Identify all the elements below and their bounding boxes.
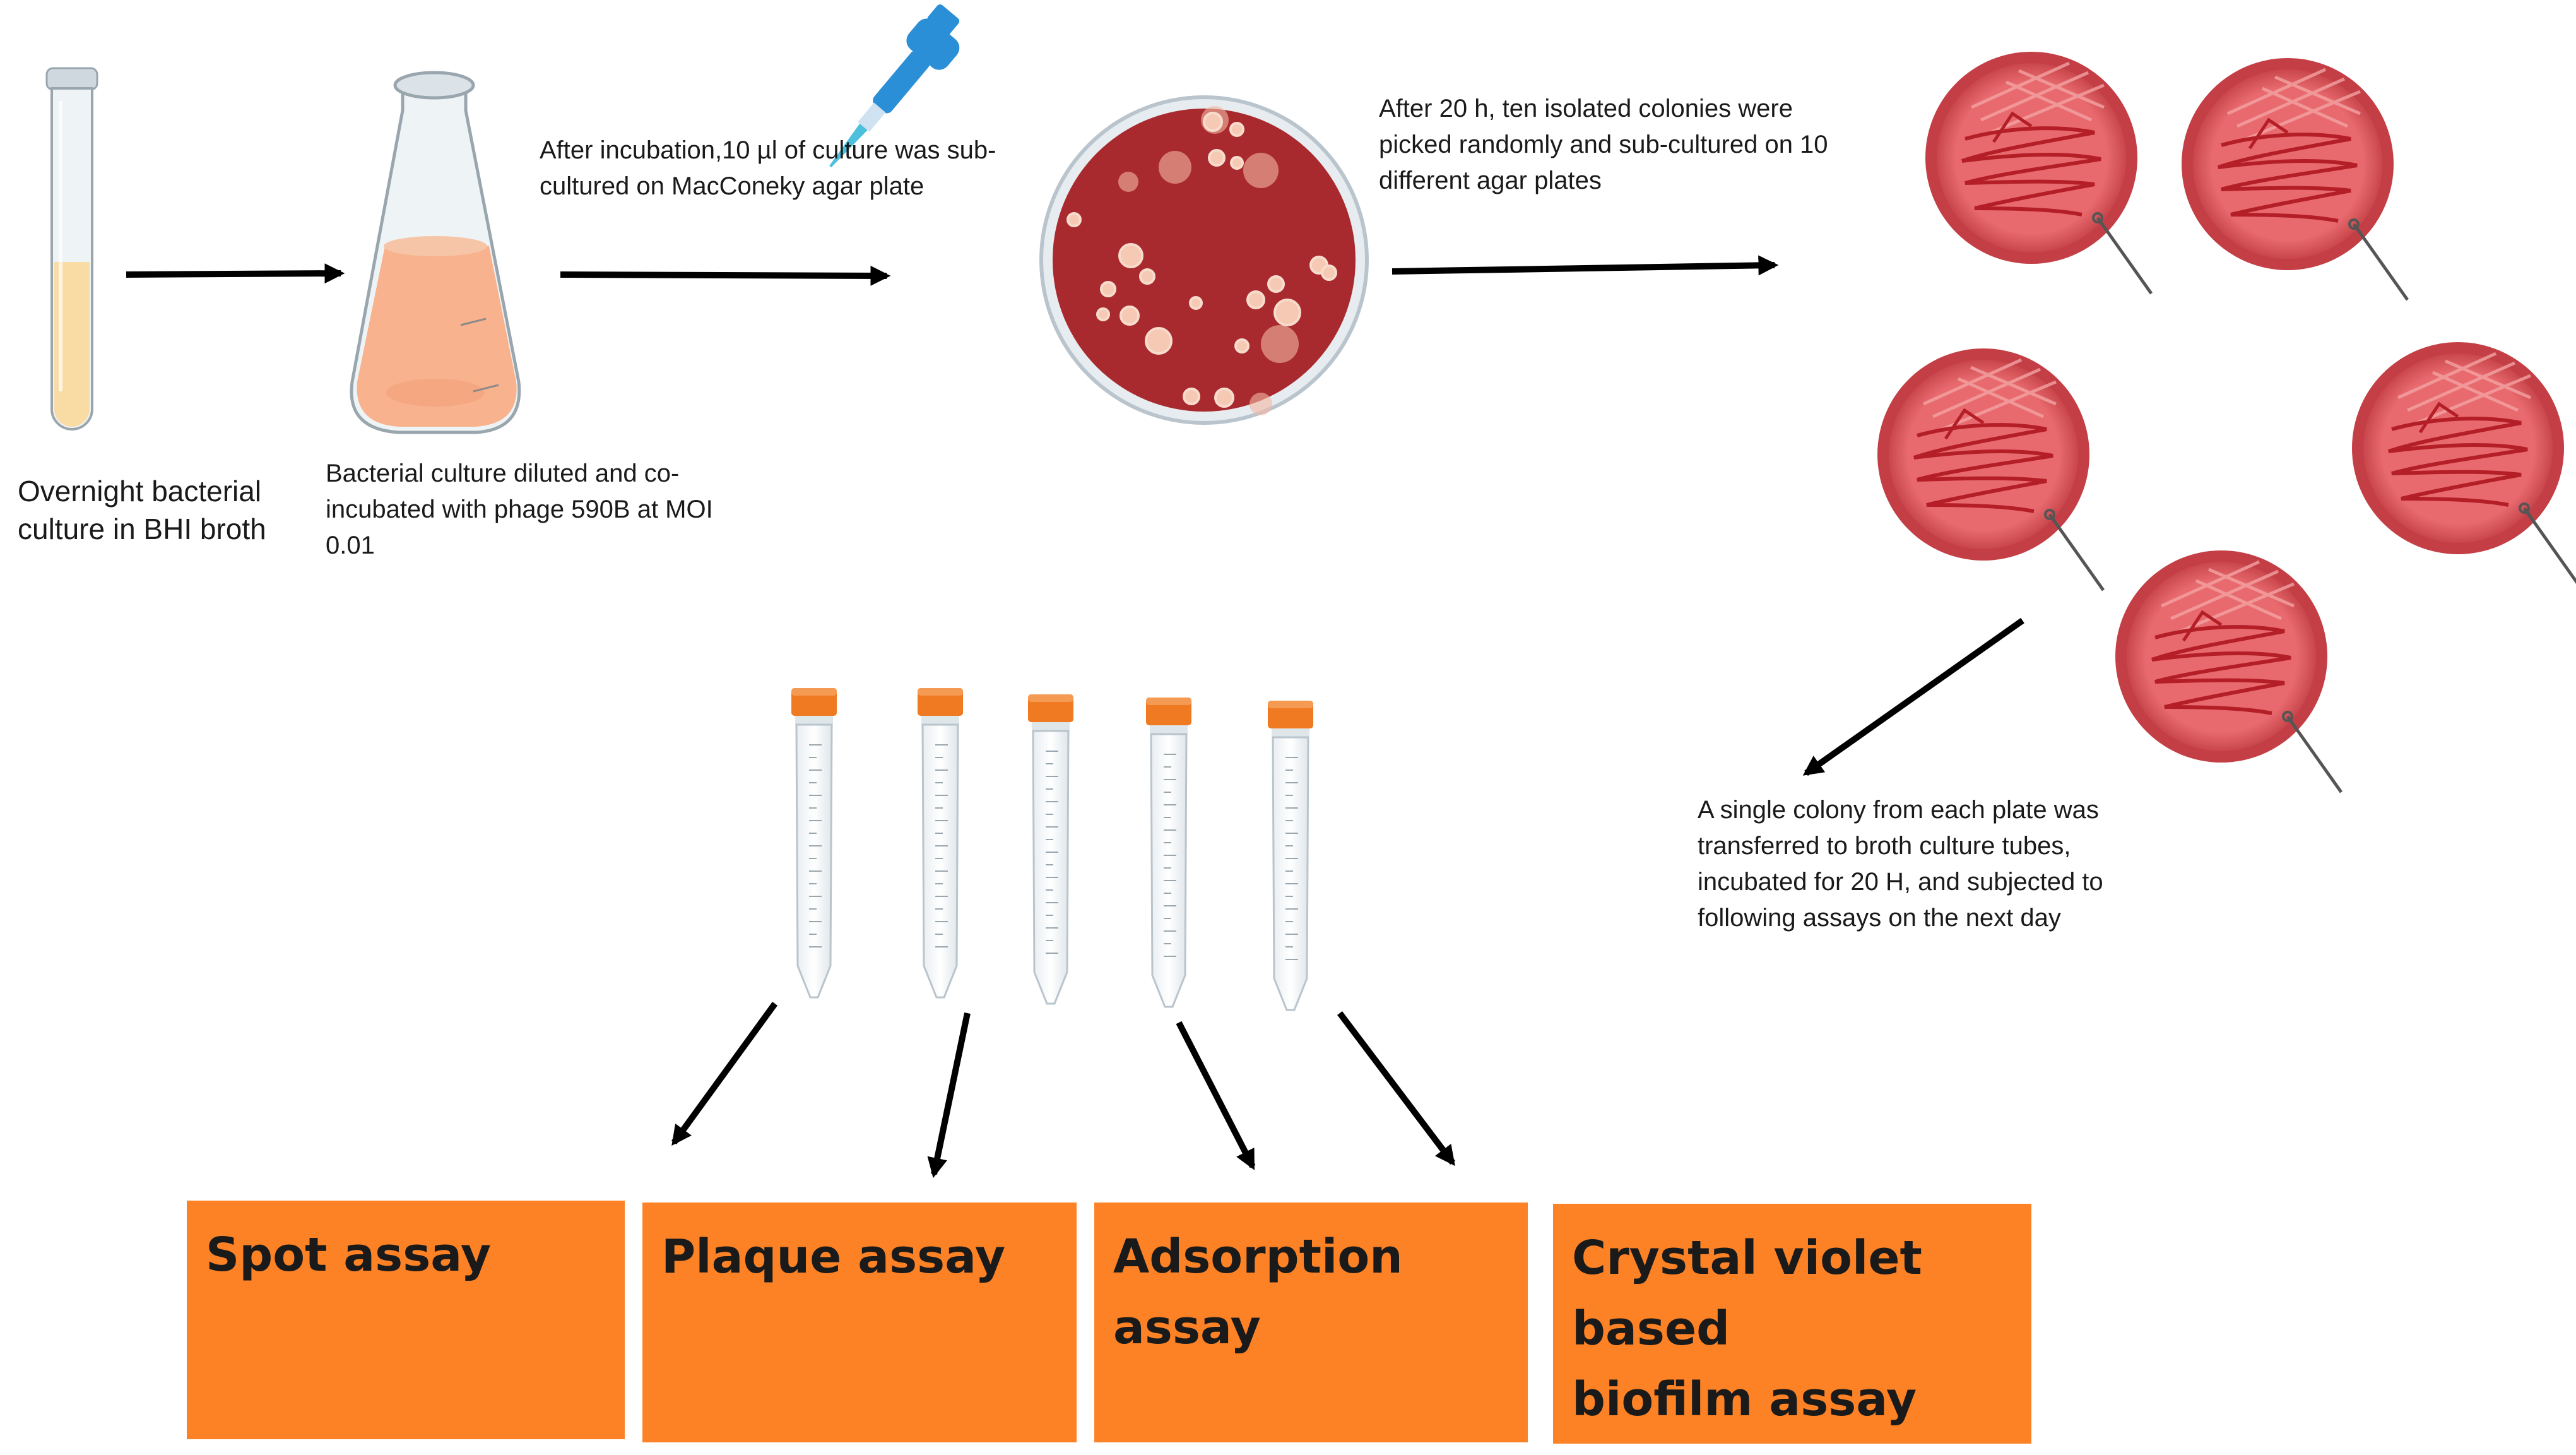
- petri-dish-icon: [1039, 95, 1369, 425]
- centrifuge-tube-icon: [916, 687, 964, 999]
- spot-assay-box: Spot assay: [187, 1201, 625, 1439]
- streak-plate-icon: [2352, 342, 2576, 584]
- centrifuge-tube-icon: [790, 687, 838, 999]
- arrow: [1802, 617, 2024, 776]
- arrow: [1391, 255, 1779, 276]
- centrifuge-tube-icon: [1267, 699, 1315, 1011]
- erlenmeyer-flask-icon: [350, 71, 521, 434]
- assay-label: Adsorption assay: [1113, 1230, 1403, 1355]
- streak-plate-icon: [2115, 550, 2341, 792]
- arrow: [126, 263, 345, 284]
- assay-label: Crystal violet based biofilm assay: [1572, 1231, 1922, 1427]
- dilution-label: Bacterial culture diluted and co- incuba…: [326, 460, 713, 559]
- centrifuge-tube-icon: [1145, 696, 1193, 1008]
- overnight-culture-label: Overnight bacterial culture in BHI broth: [18, 475, 266, 545]
- assay-label: Spot assay: [206, 1228, 492, 1282]
- single-colony-label: A single colony from each plate was tran…: [1698, 796, 2103, 932]
- adsorption-assay-box: Adsorption assay: [1094, 1203, 1528, 1442]
- biofilm-assay-box: Crystal violet based biofilm assay: [1553, 1204, 2031, 1444]
- streak-plate-icon: [2182, 58, 2408, 300]
- streak-plate-icon: [1877, 348, 2103, 590]
- plaque-assay-box: Plaque assay: [642, 1203, 1077, 1442]
- streak-plate-icon: [1925, 52, 2151, 294]
- assay-label: Plaque assay: [661, 1230, 1006, 1284]
- arrow: [1176, 1021, 1256, 1170]
- colonies-label: After 20 h, ten isolated colonies were p…: [1379, 95, 1828, 194]
- arrow: [671, 1002, 778, 1146]
- arrow: [927, 1012, 971, 1179]
- subculture-label: After incubation,10 µl of culture was su…: [540, 136, 996, 200]
- arrow: [560, 265, 891, 286]
- test-tube-icon: [45, 67, 98, 431]
- centrifuge-tube-icon: [1027, 693, 1075, 1005]
- pipette-icon: [829, 4, 960, 168]
- arrow: [1337, 1011, 1455, 1167]
